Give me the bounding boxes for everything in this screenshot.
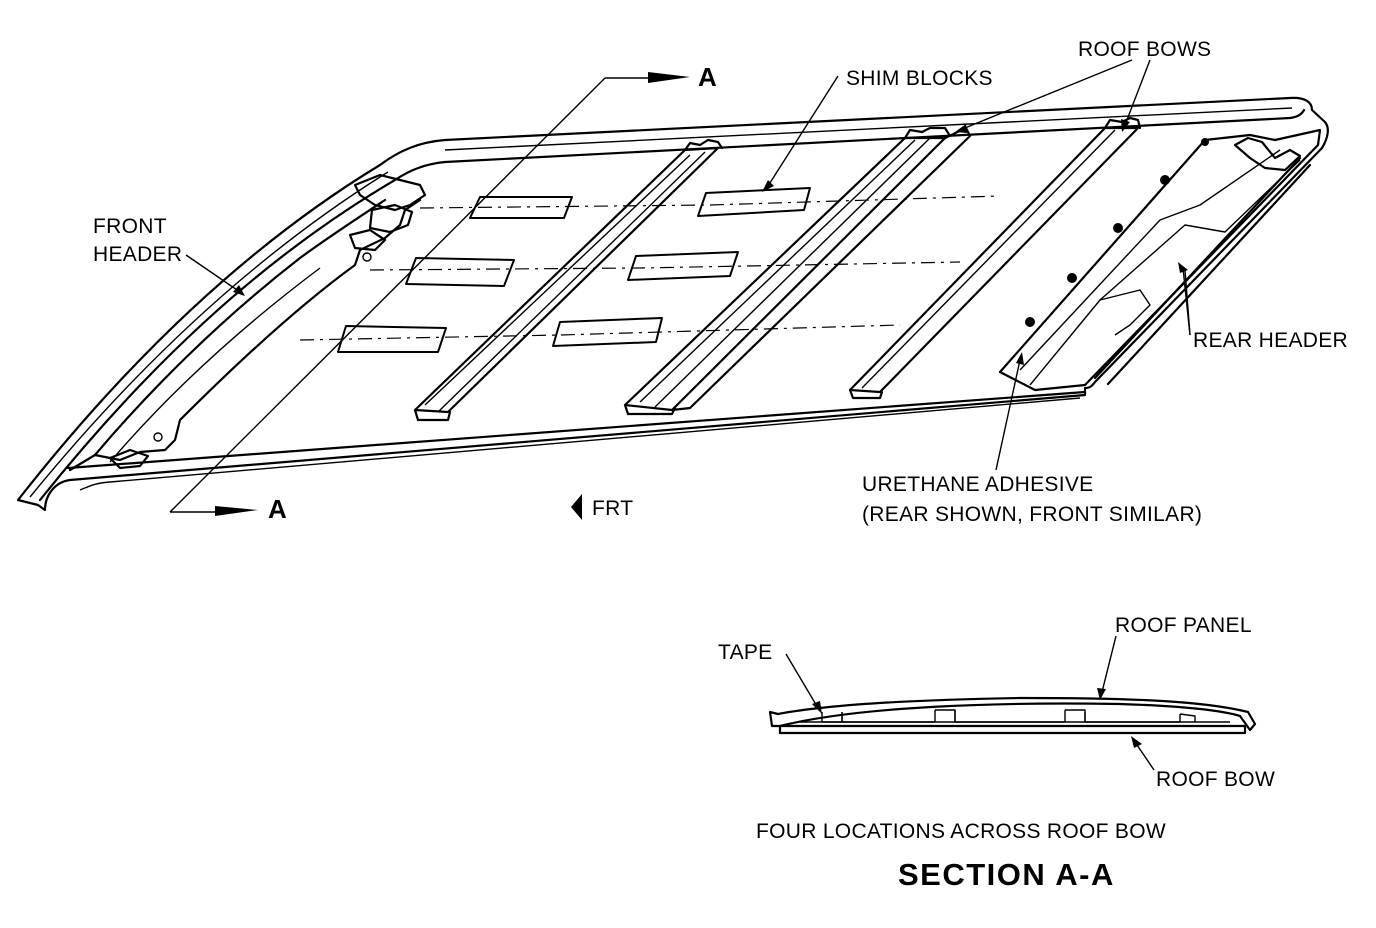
shim-block	[697, 187, 811, 217]
rear-header-label: REAR HEADER	[1193, 329, 1348, 352]
leader-lines	[185, 59, 1191, 471]
arrow-left-icon	[571, 494, 582, 520]
urethane-adhesive-label: URETHANE ADHESIVE	[862, 473, 1094, 496]
section-mark-top: A	[698, 62, 717, 92]
arrow-right-icon	[648, 72, 690, 83]
section-leader-lines	[785, 635, 1155, 771]
arrow-right-icon	[215, 506, 258, 516]
tape-label: TAPE	[718, 641, 773, 664]
roof-bow-label: ROOF BOW	[1156, 768, 1275, 791]
four-locations-caption: FOUR LOCATIONS ACROSS ROOF BOW	[756, 820, 1166, 843]
roof-bow-1	[413, 138, 724, 422]
roof-bow-3	[848, 116, 1142, 400]
shim-block	[337, 325, 447, 353]
front-header-label-line1: FRONT	[93, 215, 167, 238]
rear-header	[998, 128, 1322, 392]
shim-block	[627, 251, 739, 281]
roof-bows-label: ROOF BOWS	[1078, 38, 1211, 61]
front-header-label-line2: HEADER	[93, 243, 182, 266]
section-title: SECTION A-A	[898, 857, 1115, 892]
section-mark-bottom: A	[268, 494, 287, 524]
roof-panel	[16, 96, 1329, 512]
shim-block	[405, 257, 515, 287]
roof-panel-label: ROOF PANEL	[1115, 614, 1252, 637]
front-header	[68, 173, 427, 472]
shim-blocks-label: SHIM BLOCKS	[846, 67, 993, 90]
shim-block	[552, 317, 663, 347]
urethane-adhesive-note: (REAR SHOWN, FRONT SIMILAR)	[862, 503, 1202, 526]
centerlines	[299, 195, 1001, 341]
shim-blocks	[337, 187, 811, 353]
section-cut-line	[169, 77, 650, 513]
section-a-a-detail	[768, 696, 1257, 735]
front-direction-label: FRT	[592, 497, 633, 520]
